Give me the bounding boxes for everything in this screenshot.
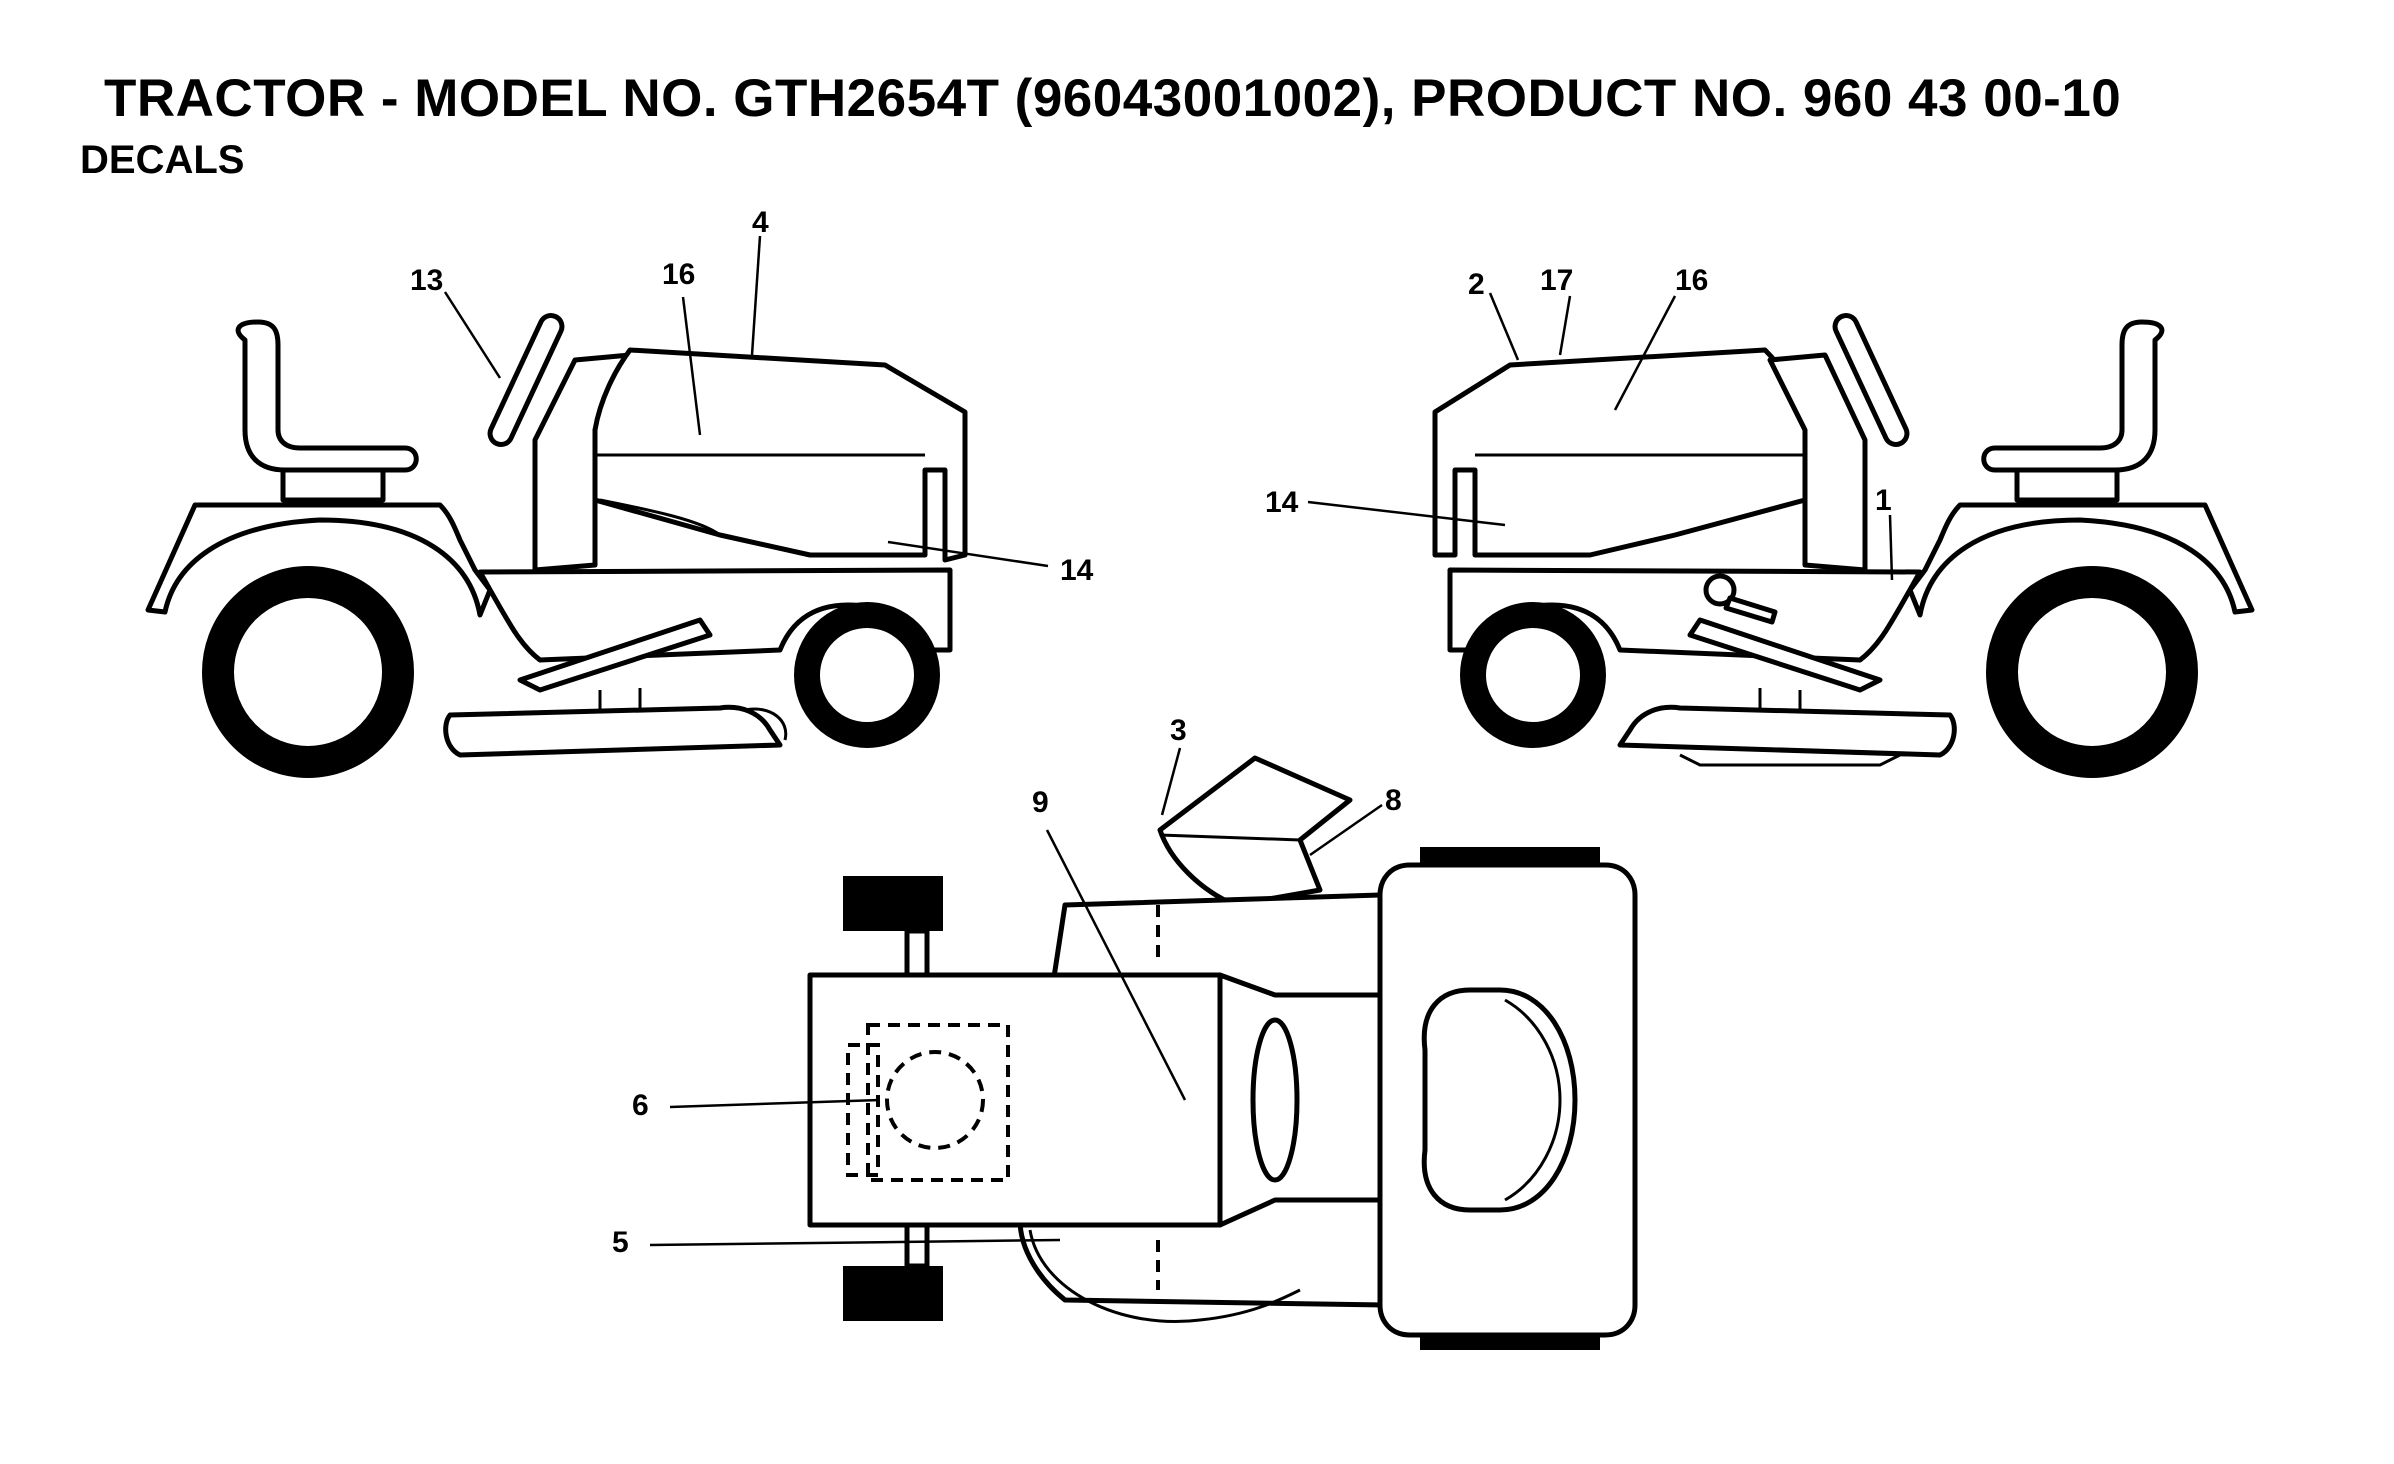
callout-4: 4 — [752, 206, 769, 239]
callout-14-left: 14 — [1060, 554, 1094, 587]
seat-back-right — [1981, 319, 2165, 473]
engine-air-filter — [885, 1050, 985, 1150]
front-tire-bottom — [843, 1266, 943, 1321]
rear-fender-right — [1907, 502, 2255, 618]
mower-deck — [443, 704, 783, 758]
engine-outline — [866, 1023, 1010, 1182]
seat-back — [235, 319, 419, 473]
top-view — [807, 755, 1638, 1350]
seat-top — [1421, 987, 1578, 1213]
seat-base-right — [2014, 467, 2120, 503]
callout-2: 2 — [1468, 268, 1485, 301]
callout-14-right: 14 — [1265, 486, 1299, 519]
steering-wheel-right — [1832, 313, 1910, 447]
callout-9: 9 — [1032, 786, 1049, 819]
callout-5: 5 — [612, 1226, 629, 1259]
page-subtitle: DECALS — [80, 138, 245, 182]
steering-wheel — [487, 313, 565, 447]
callout-6: 6 — [632, 1089, 649, 1122]
callout-labels: 4 13 16 14 2 17 16 14 1 3 8 9 6 5 — [410, 206, 1892, 1259]
leader-lines — [443, 235, 1894, 1247]
front-tire-top — [843, 876, 943, 931]
callout-16-left: 16 — [662, 258, 695, 291]
dash-top — [1217, 972, 1383, 1228]
right-side-view — [1432, 313, 2255, 778]
callout-16-right: 16 — [1675, 264, 1708, 297]
rear-wheel-right — [1986, 566, 2198, 778]
left-side-view — [145, 313, 968, 778]
mower-deck-right — [1617, 704, 1957, 758]
page-title: TRACTOR - MODEL NO. GTH2654T (9604300100… — [104, 69, 2122, 128]
callout-8: 8 — [1385, 784, 1402, 817]
front-wheel-right — [1460, 602, 1606, 748]
rear-fender — [145, 502, 493, 618]
discharge-chute — [1157, 755, 1353, 908]
steering-wheel-top — [1250, 1017, 1300, 1183]
front-wheel — [794, 602, 940, 748]
lever-knob — [1703, 573, 1737, 607]
callout-3: 3 — [1170, 714, 1187, 747]
callout-17: 17 — [1540, 264, 1573, 297]
pedal — [517, 617, 713, 693]
dash-right — [1767, 352, 1868, 573]
seat-base — [280, 467, 386, 503]
callout-13: 13 — [410, 264, 443, 297]
rear-tire-top — [1420, 847, 1600, 867]
pedal-right — [1687, 617, 1883, 693]
callout-1: 1 — [1875, 484, 1892, 517]
rear-wheel — [202, 566, 414, 778]
